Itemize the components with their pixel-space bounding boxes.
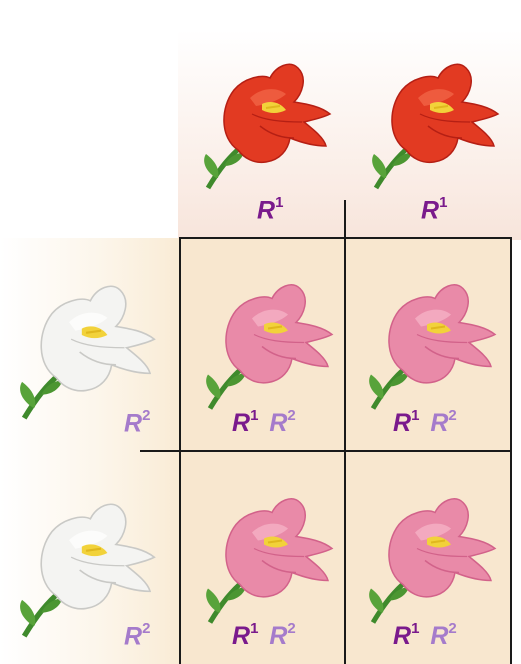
- white-snapdragon-flower: [5, 256, 165, 431]
- parent-allele-label: R2: [124, 410, 150, 436]
- red-snapdragon-flower: [358, 38, 508, 198]
- parent-allele-label: R1: [421, 197, 447, 223]
- offspring-genotype-label: R1 R2: [232, 410, 296, 436]
- grid-top-line: [180, 237, 512, 239]
- parent-allele-label: R1: [257, 197, 283, 223]
- offspring-genotype-label: R1 R2: [232, 623, 296, 649]
- offspring-genotype-label: R1 R2: [393, 410, 457, 436]
- red-snapdragon-flower: [190, 38, 340, 198]
- offspring-genotype-label: R1 R2: [393, 623, 457, 649]
- grid-horizontal-divider: [140, 450, 512, 452]
- grid-vertical-divider: [344, 200, 346, 664]
- pink-snapdragon-flower: [355, 256, 505, 421]
- pink-snapdragon-flower: [192, 256, 342, 421]
- parent-allele-label: R2: [124, 623, 150, 649]
- pink-snapdragon-flower: [192, 470, 342, 635]
- pink-snapdragon-flower: [355, 470, 505, 635]
